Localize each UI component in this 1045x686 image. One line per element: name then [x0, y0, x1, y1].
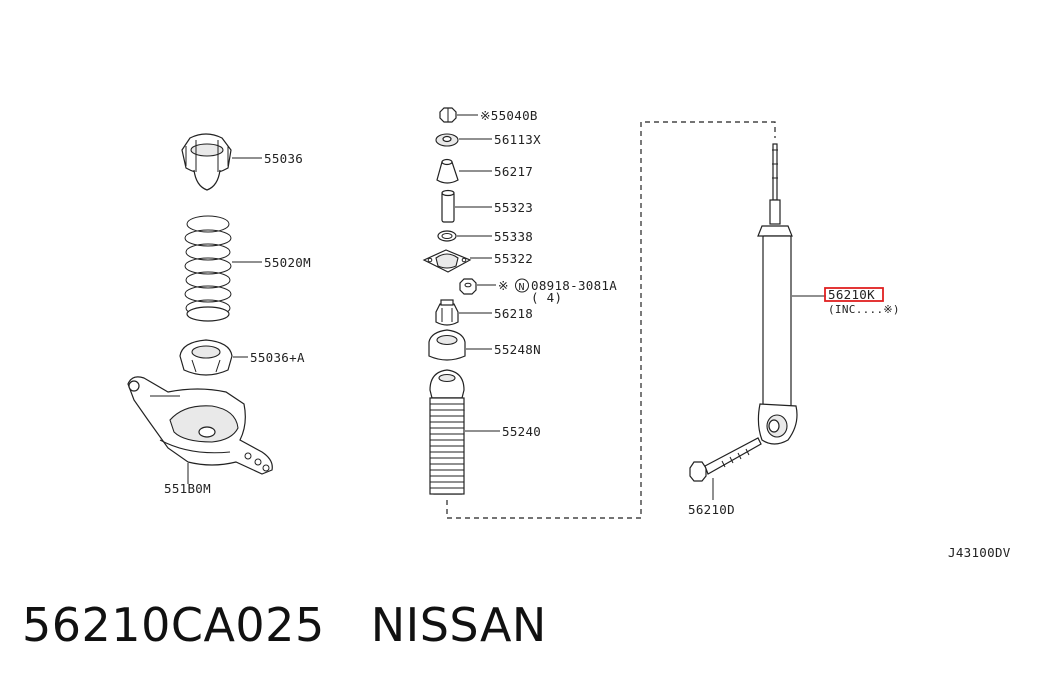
part-56210d-illustration	[689, 437, 762, 482]
label-56217: 56217	[494, 164, 533, 179]
label-55248n: 55248N	[494, 342, 541, 357]
label-55020m: 55020M	[264, 255, 311, 270]
label-56210k-inc: (INC....※)	[828, 303, 900, 316]
label-08918-circle-letter: N	[519, 282, 525, 293]
parts-diagram: 55036 55020M 55036+A 551B0M ※550	[127, 107, 1011, 560]
label-55323: 55323	[494, 200, 533, 215]
part-55338-illustration	[437, 230, 457, 242]
part-55020m-illustration	[184, 215, 232, 322]
label-08918-circle	[515, 278, 529, 293]
assembly-bracket-line	[446, 121, 776, 519]
label-08918-3081a: 08918-3081A	[531, 278, 617, 293]
part-08918-3081a-illustration	[459, 278, 477, 295]
label-56210k: 56210K	[828, 287, 875, 302]
part-55322-illustration	[422, 249, 472, 273]
diagram-code: J43100DV	[948, 545, 1011, 560]
part-56210k-illustration	[757, 143, 798, 445]
label-55322: 55322	[494, 251, 533, 266]
part-56218-illustration	[435, 299, 459, 326]
label-55040b: ※55040B	[480, 108, 538, 123]
part-56113x-illustration	[435, 133, 459, 147]
part-551b0m-illustration	[127, 376, 273, 475]
part-56217-illustration	[436, 158, 459, 184]
brand-name: NISSAN	[370, 598, 547, 652]
label-56113x: 56113X	[494, 132, 541, 147]
label-55036: 55036	[264, 151, 303, 166]
part-caption: 56210CA025 NISSAN	[22, 598, 547, 652]
label-56210d: 56210D	[688, 502, 735, 517]
label-08918-mark: ※	[498, 278, 509, 293]
label-08918-qty: ( 4)	[531, 290, 562, 305]
highlight-56210k	[824, 287, 884, 302]
part-55323-illustration	[441, 189, 455, 223]
part-55240-illustration	[429, 369, 465, 495]
label-55338: 55338	[494, 229, 533, 244]
part-55036a-illustration	[179, 339, 233, 376]
part-55040b-illustration	[439, 107, 457, 123]
part-55248n-illustration	[428, 329, 466, 361]
part-55036-illustration	[181, 133, 232, 191]
label-56218: 56218	[494, 306, 533, 321]
label-55240: 55240	[502, 424, 541, 439]
label-55036a: 55036+A	[250, 350, 305, 365]
label-551b0m: 551B0M	[164, 481, 211, 496]
part-number: 56210CA025	[22, 598, 325, 652]
